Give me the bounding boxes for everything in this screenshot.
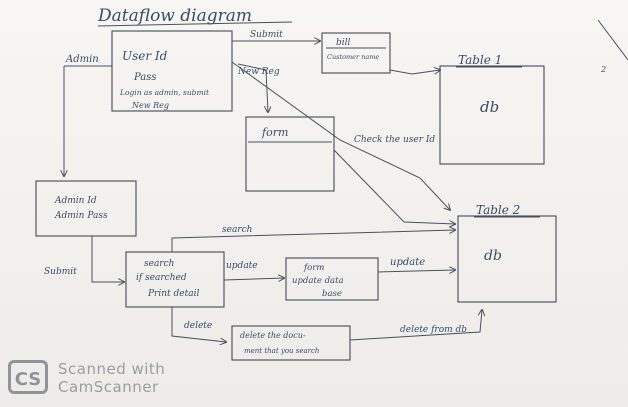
user-login-line-3: Login as admin, submit: [119, 88, 210, 97]
table2-box: [457, 215, 557, 303]
bill-title: bill: [336, 38, 351, 48]
bill-to-table1-line: [389, 70, 440, 75]
submit-top-label: Submit: [250, 30, 283, 40]
search-top-label: search: [222, 225, 252, 235]
user-login-line-1: User Id: [122, 49, 168, 63]
bill-customer-name: Customer name: [327, 53, 379, 61]
form-title: form: [261, 126, 288, 139]
watermark-line-1: Scanned with: [58, 360, 166, 378]
submit-left-label: Submit: [44, 267, 77, 277]
form-update-to-table2-line: [377, 270, 455, 272]
delete-to-table2-line: [349, 310, 482, 341]
delete-left-label: delete: [184, 321, 212, 331]
search-box-line-3: Print detail: [147, 289, 199, 299]
camscanner-logo: CS: [8, 360, 48, 394]
adjacent-page-edge: [597, 19, 628, 61]
form-to-table2-line: [333, 149, 455, 224]
admin-id-text: Admin Id: [54, 196, 97, 206]
delete-box-line-1: delete the docu-: [240, 331, 306, 340]
user-login-line-4: New Reg: [131, 101, 169, 110]
user-to-table2-line: [231, 61, 450, 210]
admin-pass-text: Admin Pass: [54, 211, 108, 221]
delete-box-line-2: ment that you search: [244, 347, 319, 355]
camscanner-watermark: CS Scanned with CamScanner: [8, 356, 218, 402]
admin-label: Admin: [65, 54, 99, 65]
search-to-table2-line: [171, 230, 455, 252]
admin-login-box: [35, 180, 137, 237]
form-update-line-1: form: [303, 263, 324, 273]
user-login-line-2: Pass: [133, 72, 157, 83]
delete-box: [231, 325, 351, 361]
delete-right-label: delete from db: [400, 325, 467, 335]
update-mid-label: update: [226, 261, 258, 271]
watermark-line-2: CamScanner: [58, 378, 159, 396]
table1-box: [439, 65, 545, 165]
side-number: 2: [600, 65, 606, 74]
user-login-box: [111, 30, 233, 112]
camscanner-text: Scanned with CamScanner: [58, 360, 165, 396]
table1-db: db: [480, 98, 499, 116]
bill-box: [321, 32, 391, 74]
form-update-box: [285, 257, 379, 301]
form-box: [245, 116, 335, 192]
search-box-line-2: if searched: [136, 273, 187, 283]
update-right-label: update: [390, 257, 425, 268]
form-update-line-3: base: [322, 289, 342, 299]
diagram-title: Dataflow diagram: [97, 6, 252, 26]
form-update-line-2: update data: [292, 276, 344, 286]
table2-db: db: [484, 248, 502, 264]
title-underline: [97, 21, 293, 27]
new-reg-label: New Reg: [237, 67, 280, 77]
new-reg-to-form-line: [237, 63, 268, 112]
search-box-line-1: search: [144, 259, 174, 269]
search-to-delete-line: [171, 307, 226, 342]
admin-to-search-line: [91, 236, 124, 282]
table1-title: Table 1: [458, 53, 502, 67]
table2-title: Table 2: [476, 203, 520, 217]
delete-right-word: delete from db: [400, 325, 467, 335]
check-user-label: Check the user Id: [354, 135, 435, 145]
search-to-form-update-line: [223, 278, 284, 280]
